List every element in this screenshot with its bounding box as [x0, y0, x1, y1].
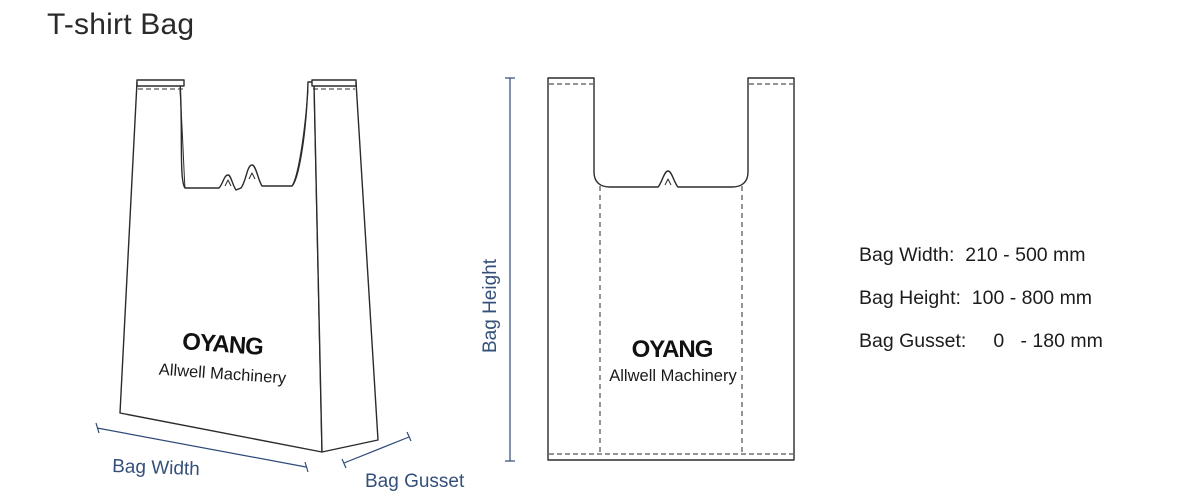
bag-3d-gusset-face [313, 81, 379, 453]
bag-flat-logo-brand: OYANG [632, 336, 713, 363]
bag-flat-view [547, 77, 795, 461]
spec-row-width: Bag Width: 210 - 500 mm [859, 240, 1103, 283]
spec-value: 0 - 180 mm [993, 330, 1103, 352]
bag-3d-inner-handle-left [179, 89, 186, 189]
width-dimension-label: Bag Width [112, 456, 200, 480]
bag-3d-front-face [119, 81, 323, 453]
bag-3d-notch-caret-1 [224, 179, 232, 187]
spec-row-height: Bag Height: 100 - 800 mm [859, 283, 1103, 326]
spec-label: Bag Height: [859, 287, 961, 309]
bag-3d-logo-brand: OYANG [181, 328, 264, 361]
bag-flat-notch-caret [664, 178, 672, 186]
bag-3d-left-handle-top [136, 79, 185, 87]
bag-3d-right-handle-top [311, 79, 357, 87]
bag-3d-notch-caret-2 [248, 172, 256, 180]
bag-3d-logo: OYANG Allwell Machinery [158, 328, 287, 388]
bag-flat-outline [547, 77, 795, 461]
bag-3d-view [119, 79, 379, 453]
spec-value: 210 - 500 mm [965, 244, 1086, 266]
spec-row-gusset: Bag Gusset: 0 - 180 mm [859, 326, 1103, 369]
spec-list: Bag Width: 210 - 500 mm Bag Height: 100 … [859, 240, 1103, 369]
page-title: T-shirt Bag [47, 8, 195, 41]
gusset-dimension-label: Bag Gusset [365, 471, 465, 492]
bag-3d-logo-tagline: Allwell Machinery [158, 361, 287, 388]
spec-value: 100 - 800 mm [971, 287, 1093, 309]
bag-3d-inner-handle-right [291, 89, 309, 187]
width-dimension [95, 422, 309, 473]
gusset-dimension [341, 431, 412, 469]
height-dimension [505, 77, 515, 462]
spec-label: Bag Gusset: [859, 330, 967, 352]
height-dimension-label: Bag Height [480, 258, 501, 353]
bag-flat-logo-tagline: Allwell Machinery [609, 367, 737, 385]
spec-label: Bag Width: [859, 244, 955, 266]
bag-flat-logo: OYANG Allwell Machinery [609, 336, 737, 385]
